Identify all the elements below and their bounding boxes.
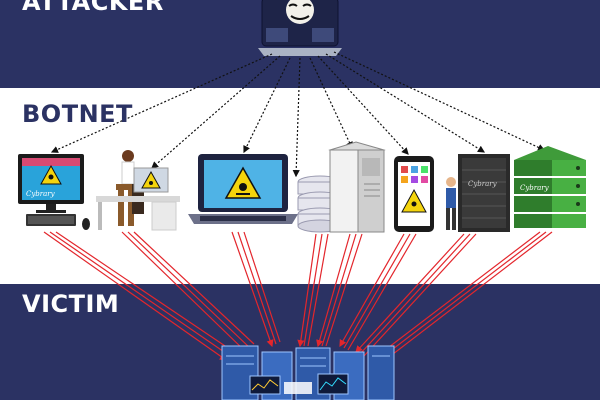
victim-label: VICTIM (22, 290, 120, 318)
smartphone (394, 156, 434, 232)
attack-line-4 (297, 233, 329, 348)
attack-line-1 (43, 231, 235, 361)
command-line-1 (50, 53, 273, 153)
botnet-label: BOTNET (22, 100, 133, 128)
device-brand: Cybrary (26, 190, 56, 198)
device-brand: Cybrary (468, 180, 498, 188)
command-line-7 (325, 53, 486, 153)
command-line-4 (292, 57, 301, 178)
command-line-8 (333, 51, 546, 151)
attack-line-2 (121, 231, 255, 353)
command-line-2 (151, 55, 281, 169)
command-lines (50, 51, 546, 178)
attack-line-3 (231, 231, 281, 348)
desktop-computer: Cybrary (18, 154, 90, 230)
command-line-3 (243, 57, 291, 154)
attack-line-5 (316, 233, 363, 348)
green-server-stack: Cybrary (514, 146, 586, 228)
hacker-mask-icon (258, 0, 342, 56)
laptop (188, 154, 298, 224)
person-at-computer (96, 150, 180, 231)
command-line-5 (309, 57, 353, 150)
tower-server (328, 141, 386, 233)
data-center-icon (221, 345, 395, 400)
attack-line-6 (339, 233, 417, 351)
attacker-label: ATTACKER (22, 0, 164, 16)
attack-line-7 (355, 233, 477, 357)
server-rack-with-person: Cybrary (446, 154, 510, 232)
device-brand: Cybrary (520, 184, 550, 192)
warning-skull-icon (40, 164, 62, 185)
command-line-6 (317, 55, 409, 155)
warning-skull-icon (224, 166, 262, 199)
attack-line-8 (371, 231, 553, 365)
attack-lines (43, 231, 553, 365)
